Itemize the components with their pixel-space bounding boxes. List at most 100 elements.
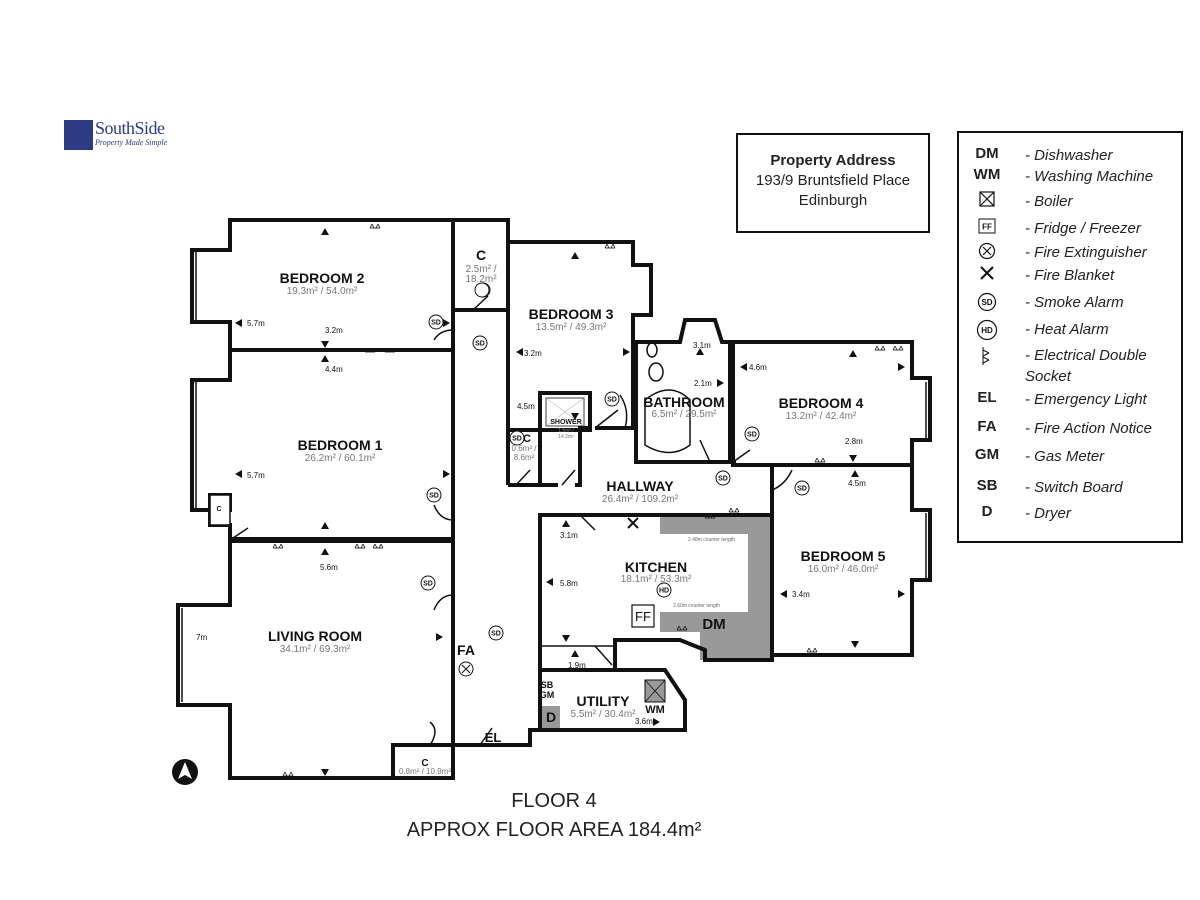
fire-blanket-icon	[627, 517, 639, 529]
smoke-alarm-icon: SD	[959, 292, 1015, 316]
legend-desc: - Gas Meter	[1025, 448, 1105, 465]
legend-desc: - Dryer	[1025, 505, 1071, 522]
room-area-bedroom-5: 16.0m² / 46.0m²	[808, 564, 879, 575]
room-name-bedroom-1: BEDROOM 1	[298, 437, 383, 453]
room-area-cupboard-top: 18.2m²	[465, 274, 497, 285]
fire-extinguisher-icon	[458, 661, 474, 677]
dishwasher-label: DM	[702, 616, 725, 633]
north-arrow-icon	[172, 759, 198, 785]
dim-label: 3.1m	[560, 531, 578, 540]
smoke-alarm-icon: SD	[715, 470, 731, 486]
sd-label: SD	[512, 436, 522, 443]
room-area-utility: 5.5m² / 30.4m²	[570, 709, 636, 720]
room-name-living-room: LIVING ROOM	[268, 628, 362, 644]
logo-name: SouthSide	[95, 118, 165, 138]
room-area-bedroom-3: 13.5m² / 49.3m²	[536, 322, 607, 333]
smoke-alarm-icon: SD	[472, 335, 488, 351]
room-name-bathroom: BATHROOM	[643, 394, 724, 410]
dim-label: 1.9m	[568, 661, 586, 670]
legend-desc: - Fire Extinguisher	[1025, 244, 1147, 261]
room-area-bedroom-1: 26.2m² / 60.1m²	[305, 453, 376, 464]
double-socket-icon	[874, 345, 886, 351]
double-socket-icon	[354, 543, 366, 549]
sd-label: SD	[429, 493, 439, 500]
smoke-alarm-icon: SD	[426, 487, 442, 503]
room-name-cupboard-small: C	[523, 433, 531, 445]
fridge-freezer-icon: FF	[631, 604, 655, 628]
door-swings	[229, 295, 793, 746]
dim-label: 2.8m	[845, 437, 863, 446]
room-area-cupboard-small: 0.6m² /	[512, 444, 538, 453]
boiler-icon	[959, 191, 1015, 211]
sd-label: SD	[423, 581, 433, 588]
room-name-hallway: HALLWAY	[606, 478, 674, 494]
double-socket-icon	[892, 345, 904, 351]
room-name-shower: SHOWER	[550, 419, 582, 426]
room-area-kitchen: 18.1m² / 53.3m²	[621, 574, 692, 585]
wall-markers	[235, 228, 905, 776]
sd-label: SD	[475, 341, 485, 348]
room-name-kitchen: KITCHEN	[625, 559, 687, 575]
legend-desc: - Switch Board	[1025, 479, 1123, 496]
dim-label: 7m	[196, 633, 207, 642]
dim-label: 3.2m	[325, 326, 343, 335]
floor-title: FLOOR 4	[511, 790, 597, 812]
legend-symbol-fa: FA	[977, 418, 997, 435]
counter-label: 2.60m counter length	[673, 603, 720, 609]
address-line-1: 193/9 Bruntsfield Place	[755, 172, 911, 189]
legend-desc: - Fire Blanket	[1025, 267, 1115, 284]
legend-desc: - Washing Machine	[1025, 168, 1154, 185]
smoke-alarm-icon: SD	[744, 426, 760, 442]
hd-label: HD	[659, 588, 669, 595]
legend-desc: - Emergency Light	[1025, 391, 1147, 408]
dim-label: 4.5m	[517, 402, 535, 411]
dim-label: 5.7m	[247, 471, 265, 480]
room-name-cupboard-bed1: C	[216, 506, 221, 513]
room-name-utility: UTILITY	[577, 693, 631, 709]
smoke-alarm-icon: SD	[604, 391, 620, 407]
kitchen-walls	[538, 513, 774, 672]
address-line-2: Edinburgh	[798, 192, 868, 209]
double-socket-icon	[372, 543, 384, 549]
dim-label: 4.5m	[848, 479, 866, 488]
room-name-bedroom-4: BEDROOM 4	[779, 395, 864, 411]
dim-label: 4.4m	[325, 365, 343, 374]
legend-symbol-sb: SB	[976, 477, 998, 494]
sd-label: SD	[797, 486, 807, 493]
smoke-alarm-icon: SD	[420, 575, 436, 591]
double-socket-icon	[959, 345, 1015, 371]
double-socket-icon	[604, 243, 616, 249]
fire-action-label: FA	[457, 642, 475, 658]
room-name-cupboard-top: C	[476, 247, 486, 263]
bedroom-3-walls	[506, 240, 653, 485]
room-area-living-room: 34.1m² / 69.3m²	[280, 644, 351, 655]
room-name-bedroom-5: BEDROOM 5	[801, 548, 886, 564]
living-room-walls	[176, 538, 455, 780]
smoke-alarm-icon: SD	[488, 625, 504, 641]
double-socket-icon	[806, 647, 818, 653]
dim-label: 3.6m	[635, 717, 653, 726]
legend-hd-text: HD	[981, 326, 993, 335]
room-area-bathroom: 6.5m² / 29.5m²	[651, 409, 717, 420]
kitchen-counters	[538, 516, 772, 728]
dryer-label: D	[546, 709, 556, 725]
dim-label: 3.1m	[693, 341, 711, 350]
room-name-bedroom-2: BEDROOM 2	[280, 270, 365, 286]
dim-label: 2.1m	[694, 379, 712, 388]
address-title: Property Address	[770, 152, 896, 169]
sd-label: SD	[431, 320, 441, 327]
legend-box: DM - Dishwasher WM - Washing Machine - B…	[957, 131, 1183, 543]
room-area-cupboard-small: 8.6m²	[514, 453, 535, 462]
dim-label: 5.7m	[247, 319, 265, 328]
counter-label: 2.48m counter length	[688, 537, 735, 543]
legend-symbol-wm: WM	[973, 166, 1001, 183]
dim-label: 5.8m	[560, 579, 578, 588]
smoke-alarm-icon: SD	[794, 480, 810, 496]
legend-desc: - Smoke Alarm	[1025, 294, 1124, 311]
legend-desc: - Fire Action Notice	[1025, 420, 1152, 437]
dimension-labels: 5.7m 3.2m 4.4m 5.7m 5.6m 7m 3.2m 4.5m 3.…	[196, 319, 866, 726]
double-socket-icon	[814, 457, 826, 463]
bedroom-5-walls	[770, 463, 932, 657]
ff-label: FF	[635, 609, 651, 624]
